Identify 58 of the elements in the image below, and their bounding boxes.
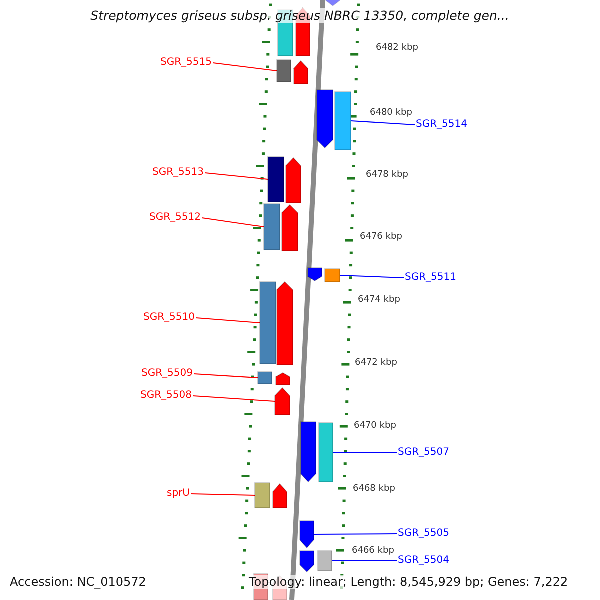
scale-label: 6480 kbp [370,108,412,119]
gene-label: SGR_5507 [398,447,450,459]
gene-label: SGR_5504 [398,555,450,567]
gene-feature-pentagon [277,282,293,365]
gene-feature-bar [264,204,280,250]
gene-label: SGR_5514 [416,119,468,131]
leader-line [194,374,258,378]
gene-feature-bar [260,282,276,364]
gene-label: SGR_5509 [142,368,193,380]
leader-line [340,275,404,278]
gene-feature-pentagon [301,422,316,482]
leader-line [192,396,276,402]
gene-feature-pentagon [282,205,298,251]
gene-feature-pentagon [308,268,322,281]
leader-line [314,534,398,535]
gene-label: SGR_5511 [405,272,456,284]
gene-feature-bar [335,92,351,150]
gene-feature-pentagon [294,61,308,84]
scale-label: 6482 kbp [376,43,418,54]
scale-label: 6474 kbp [358,295,400,306]
leader-line [190,494,256,496]
gene-label: SGR_5505 [398,528,450,540]
gene-feature-bar [255,483,270,508]
gene-feature-bar [319,423,333,482]
genome-info-text: Topology: linear; Length: 8,545,929 bp; Genes: 7,222 [249,575,568,589]
title: Streptomyces griseus subsp. griseus NBRC 13350, complete gen... [90,8,510,23]
leader-line [212,62,278,72]
leader-line [332,452,398,454]
gene-feature-bar [277,60,291,82]
gene-feature-bar [258,372,272,384]
gene-label: SGR_5513 [152,167,204,179]
gene-label: SGR_5508 [140,390,192,402]
leader-line [196,318,260,324]
scale-label: 6476 kbp [360,232,402,243]
leader-line [202,218,264,228]
gene-feature-bar [268,157,284,202]
leader-line [332,560,398,562]
gene-label: SGR_5510 [144,312,195,324]
scale-label: 6468 kbp [353,484,396,495]
gene-feature-pentagon [276,373,290,385]
gene-feature-pentagon [300,521,314,548]
scale-label: 6466 kbp [352,546,394,557]
gene-label: SGR_5515 [160,57,212,69]
gene-feature-pentagon [300,551,314,572]
gene-feature-pentagon [317,90,333,148]
scale-label: 6478 kbp [366,170,408,181]
gene-feature-pentagon [286,158,301,203]
accession-text: Accession: NC_010572 [10,575,146,589]
leader-line [204,172,268,180]
leader-line [350,120,416,126]
gene-label: sprU [167,488,190,500]
scale-label: 6470 kbp [354,421,396,432]
gene-feature-pentagon [275,388,290,415]
gene-feature-bar [318,551,332,571]
gene-feature-pentagon [273,484,287,508]
scale-label: 6472 kbp [355,358,398,369]
gene-label: SGR_5512 [150,212,201,224]
gene-feature-bar [325,269,340,282]
